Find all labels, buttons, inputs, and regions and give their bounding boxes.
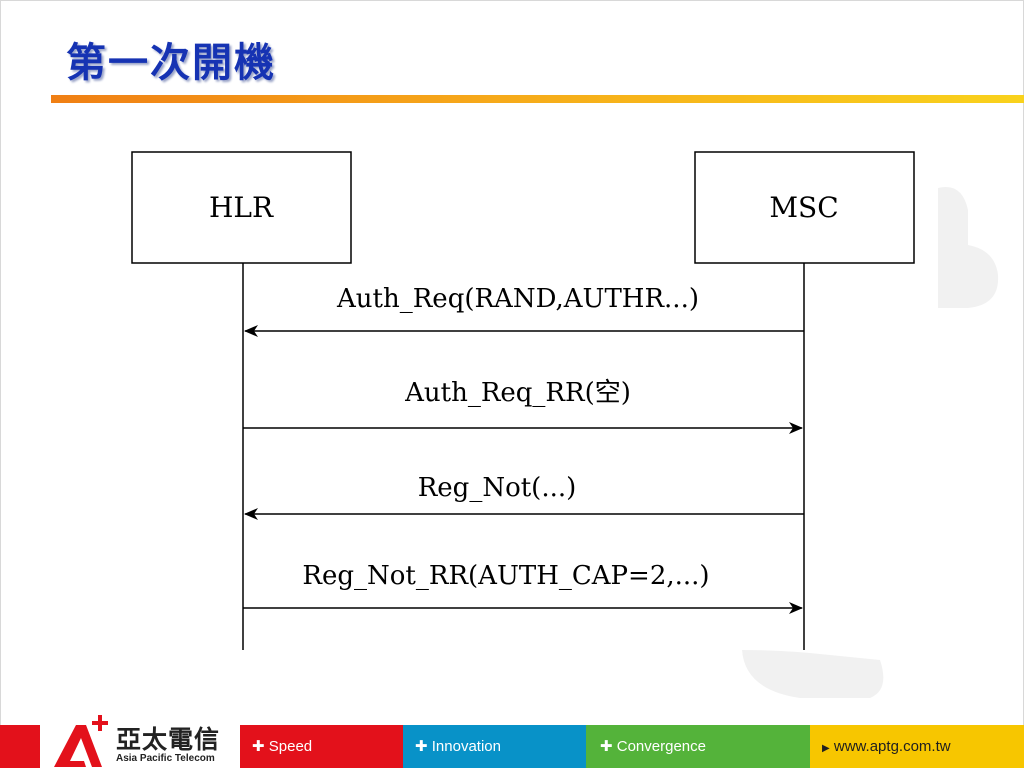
slide-title: 第一次開機 (66, 39, 276, 86)
footer-innovation-label: Innovation (431, 738, 501, 755)
msc-label: MSC (769, 191, 838, 224)
logo-name: 亞太電信 (116, 725, 221, 754)
plus-icon: ✚ (252, 738, 265, 755)
footer-website-link[interactable]: www.aptg.com.tw (833, 738, 951, 755)
footer-innovation: ✚ Innovation (403, 725, 586, 768)
footer-convergence: ✚ Convergence (586, 725, 810, 768)
aptg-logo-icon (54, 715, 108, 767)
company-logo: 亞太電信 Asia Pacific Telecom (40, 715, 240, 768)
footer-bar: 亞太電信 Asia Pacific Telecom ✚ Speed ✚ Inno… (0, 715, 1024, 768)
message-label-4: Reg_Not_RR(AUTH_CAP=2,...) (302, 561, 709, 591)
plus-icon: ✚ (600, 738, 613, 755)
title-underline-bar (51, 95, 1024, 103)
message-label-2: Auth_Req_RR(空) (404, 378, 631, 408)
triangle-right-icon: ▶ (822, 743, 830, 754)
footer-speed-label: Speed (268, 738, 313, 755)
footer-convergence-label: Convergence (616, 738, 706, 755)
message-label-3: Reg_Not(...) (418, 473, 577, 503)
footer-speed: ✚ Speed (240, 725, 403, 768)
footer-red-strip (0, 725, 40, 768)
hlr-label: HLR (209, 191, 274, 224)
message-label-1: Auth_Req(RAND,AUTHR...) (336, 284, 699, 314)
logo-subtitle: Asia Pacific Telecom (116, 753, 215, 764)
hlr-box (131, 151, 352, 264)
plus-icon: ✚ (415, 738, 428, 755)
footer-website[interactable]: ▶ www.aptg.com.tw (810, 725, 1024, 768)
msc-box (694, 151, 915, 264)
